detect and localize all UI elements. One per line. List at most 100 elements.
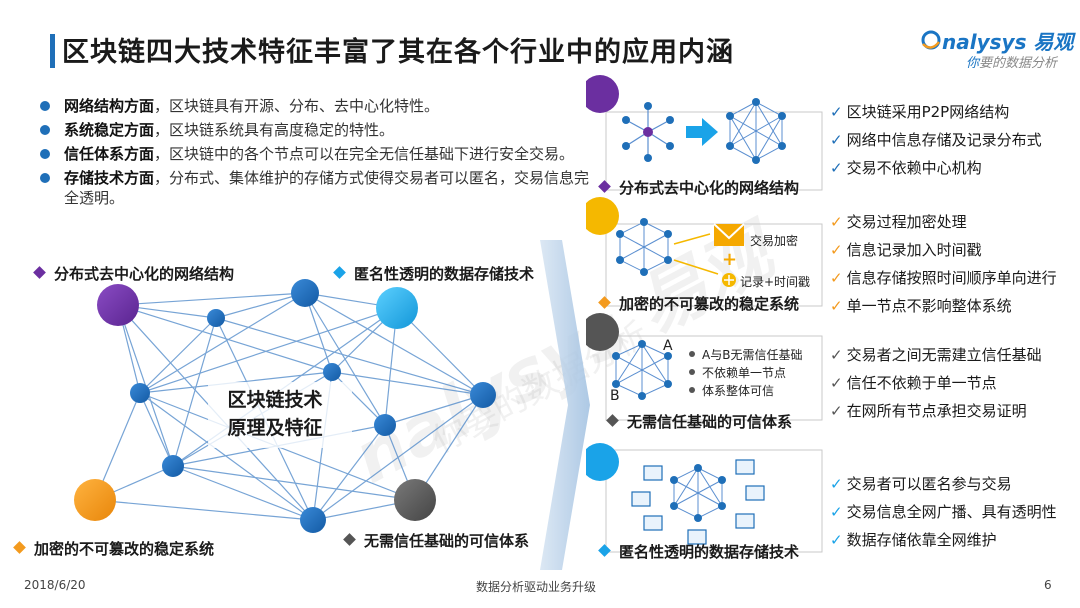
check-item: ✓在网所有节点承担交易证明 [830, 402, 1027, 420]
diamond-gray-icon [343, 533, 356, 546]
mesh-topology-icon [616, 218, 672, 276]
node-a-label: A [663, 338, 673, 354]
check-item: ✓数据存储依靠全网维护 [830, 531, 997, 549]
check-item: ✓区块链采用P2P网络结构 [830, 103, 1010, 121]
bullet-dot-icon [40, 125, 50, 135]
trust-note-2: 不依赖单一节点 [702, 366, 787, 380]
bullet-text: ，区块链系统具有高度稳定的特性。 [154, 121, 395, 139]
check-item: ✓交易者可以匿名参与交易 [830, 475, 1012, 493]
diamond-orange-icon [13, 541, 26, 554]
check-item: ✓网络中信息存储及记录分布式 [830, 131, 1042, 149]
check-icon: ✓ [830, 269, 843, 287]
bullet-text: ，区块链具有开源、分布、去中心化特性。 [154, 97, 440, 115]
check-item: ✓单一节点不影响整体系统 [830, 297, 1012, 315]
node [291, 279, 319, 307]
check-icon: ✓ [830, 213, 843, 231]
chevron-separator-icon [540, 240, 590, 570]
section-marker-yellow [586, 197, 619, 235]
logo-tagline-b: 要的数据分析 [979, 56, 1058, 71]
check-icon: ✓ [830, 346, 843, 364]
bullet-dot-icon [40, 173, 50, 183]
footer-slogan: 数据分析驱动业务升级 [476, 580, 597, 594]
diamond-cyan-icon [333, 266, 346, 279]
node [130, 383, 150, 403]
label-stable-system: 加密的不可篡改的稳定系统 [13, 538, 214, 559]
check-icon: ✓ [830, 159, 843, 177]
bullet-dot-icon [40, 149, 50, 159]
star-topology-icon [622, 102, 674, 162]
bullet-item: 系统稳定方面，区块链系统具有高度稳定的特性。 [38, 120, 598, 140]
section-marker-gray [586, 313, 619, 351]
checklist-stable: ✓交易过程加密处理 ✓信息记录加入时间戳 ✓信息存储按照时间顺序单向进行 ✓单一… [830, 208, 1057, 320]
check-icon: ✓ [830, 475, 843, 493]
node [323, 363, 341, 381]
center-backdrop [208, 382, 352, 448]
node-gray [394, 479, 436, 521]
node-purple [97, 284, 139, 326]
node-cyan [376, 287, 418, 329]
bullet-list: 网络结构方面，区块链具有开源、分布、去中心化特性。 系统稳定方面，区块链系统具有… [38, 96, 598, 212]
checklist-network: ✓区块链采用P2P网络结构 ✓网络中信息存储及记录分布式 ✓交易不依赖中心机构 [830, 98, 1042, 182]
logo-mark-icon [921, 30, 941, 50]
bullet-heading: 网络结构方面 [64, 97, 155, 115]
checklist-storage: ✓交易者可以匿名参与交易 ✓交易信息全网广播、具有透明性 ✓数据存储依靠全网维护 [830, 470, 1057, 554]
svg-text:+: + [722, 249, 737, 270]
bullet-item: 存储技术方面，分布式、集体维护的存储方式使得交易者可以匿名，交易信息完全透明。 [38, 168, 598, 208]
title-accent-bar [50, 34, 55, 68]
bullet-dot-icon [40, 101, 50, 111]
bullet-item: 信任体系方面，区块链中的各个节点可以在完全无信任基础下进行安全交易。 [38, 144, 598, 164]
bullet-heading: 信任体系方面 [64, 145, 155, 163]
logo-brand: nalysys 易观 [942, 30, 1074, 54]
arrow-right-icon [686, 118, 718, 146]
bullet-item: 网络结构方面，区块链具有开源、分布、去中心化特性。 [38, 96, 598, 116]
check-item: ✓交易过程加密处理 [830, 213, 967, 231]
node [374, 414, 396, 436]
page-title: 区块链四大技术特征丰富了其在各个行业中的应用内涵 [62, 37, 734, 68]
bullet-heading: 存储技术方面 [64, 169, 155, 187]
document-icon [631, 459, 765, 545]
blockchain-network-diagram [74, 279, 496, 533]
right-section-graphics: + [586, 75, 823, 553]
footer-date: 2018/6/20 [24, 578, 86, 592]
page-number: 6 [1044, 578, 1052, 592]
check-icon: ✓ [830, 297, 843, 315]
check-icon: ✓ [830, 131, 843, 149]
node [470, 382, 496, 408]
node-orange [74, 479, 116, 521]
check-item: ✓信任不依赖于单一节点 [830, 374, 997, 392]
node [162, 455, 184, 477]
check-item: ✓交易信息全网广播、具有透明性 [830, 503, 1057, 521]
trust-mesh-icon [612, 340, 672, 400]
annotation-record: 记录+时间戳 [740, 275, 811, 289]
bullet-text: ，分布式、集体维护的存储方式使得交易者可以匿名，交易信息完全透明。 [64, 169, 590, 207]
network-center-label: 区块链技术 原理及特征 [205, 386, 345, 442]
diamond-cyan-icon [598, 544, 611, 557]
bullet-text: ，区块链中的各个节点可以在完全无信任基础下进行安全交易。 [154, 145, 575, 163]
node [207, 309, 225, 327]
check-icon: ✓ [830, 103, 843, 121]
label-trust-system: 无需信任基础的可信体系 [343, 530, 529, 551]
logo-tagline-a: 你 [966, 56, 980, 71]
annotation-encrypt: 交易加密 [750, 234, 799, 248]
diamond-purple-icon [33, 266, 46, 279]
check-icon: ✓ [830, 503, 843, 521]
diamond-purple-icon [598, 180, 611, 193]
check-icon: ✓ [830, 241, 843, 259]
center-line-2: 原理及特征 [227, 417, 323, 439]
node-b-label: B [610, 388, 620, 404]
lock-icon [722, 273, 736, 287]
trust-note-3: 体系整体可信 [702, 384, 775, 398]
trust-note-1: A与B无需信任基础 [702, 348, 803, 362]
check-item: ✓交易者之间无需建立信任基础 [830, 346, 1042, 364]
check-item: ✓信息记录加入时间戳 [830, 241, 982, 259]
section-title-network: 分布式去中心化的网络结构 [598, 177, 799, 198]
checklist-trust: ✓交易者之间无需建立信任基础 ✓信任不依赖于单一节点 ✓在网所有节点承担交易证明 [830, 341, 1042, 425]
node [300, 507, 326, 533]
diamond-orange-icon [598, 296, 611, 309]
section-marker-purple [586, 75, 619, 113]
center-line-1: 区块链技术 [227, 389, 323, 411]
check-item: ✓交易不依赖中心机构 [830, 159, 982, 177]
check-item: ✓信息存储按照时间顺序单向进行 [830, 269, 1057, 287]
section-title-stable: 加密的不可篡改的稳定系统 [598, 293, 799, 314]
section-marker-cyan [586, 443, 619, 481]
